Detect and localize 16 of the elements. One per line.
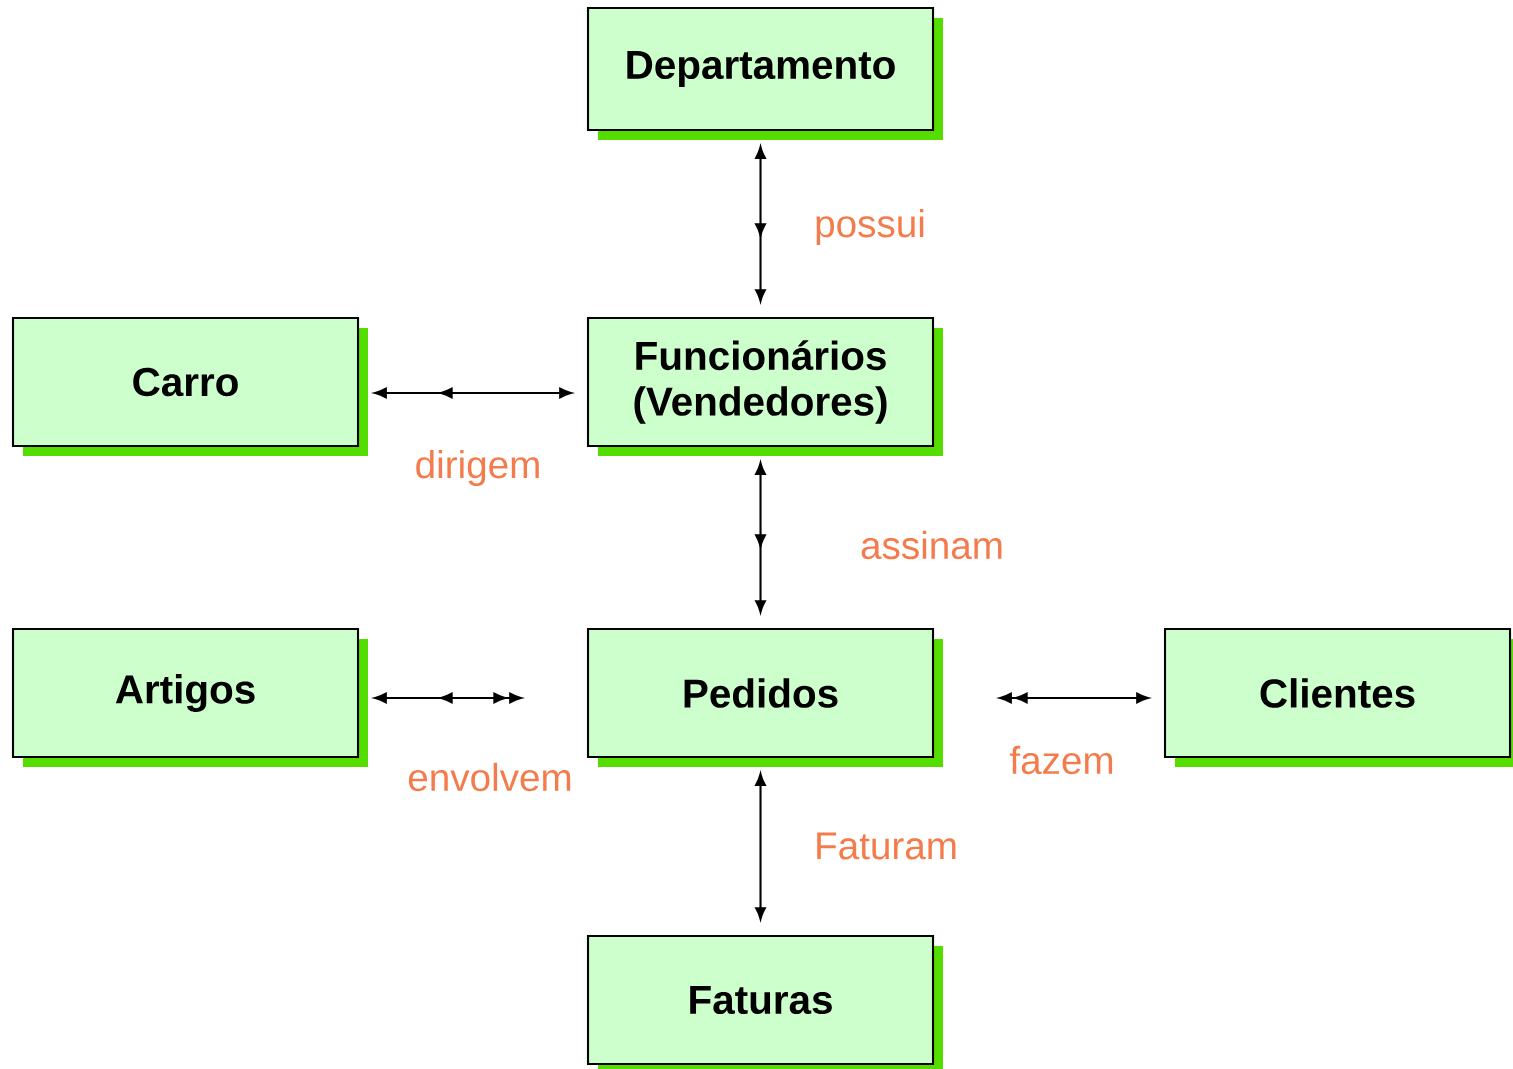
entity-box: Artigos xyxy=(11,627,368,767)
edge-label: Faturam xyxy=(817,832,956,860)
entity-box: Carro xyxy=(11,316,368,456)
edge-label: assinam xyxy=(861,530,1002,560)
relationship-arrow xyxy=(999,692,1149,704)
edge-label: fazem xyxy=(1009,745,1113,775)
relationship-arrow xyxy=(374,387,572,399)
edge-label: dirigem xyxy=(416,450,539,486)
entity-box: Funcionários (Vendedores) xyxy=(586,316,943,456)
entity-box: Pedidos xyxy=(586,627,943,767)
edge-label: possui xyxy=(816,208,924,245)
entity-box: Departamento xyxy=(586,6,943,140)
entity-box: Faturas xyxy=(586,934,943,1069)
relationship-arrow xyxy=(374,692,522,704)
edge-label: envolvem xyxy=(408,762,571,792)
entity-box: Clientes xyxy=(1163,627,1513,767)
